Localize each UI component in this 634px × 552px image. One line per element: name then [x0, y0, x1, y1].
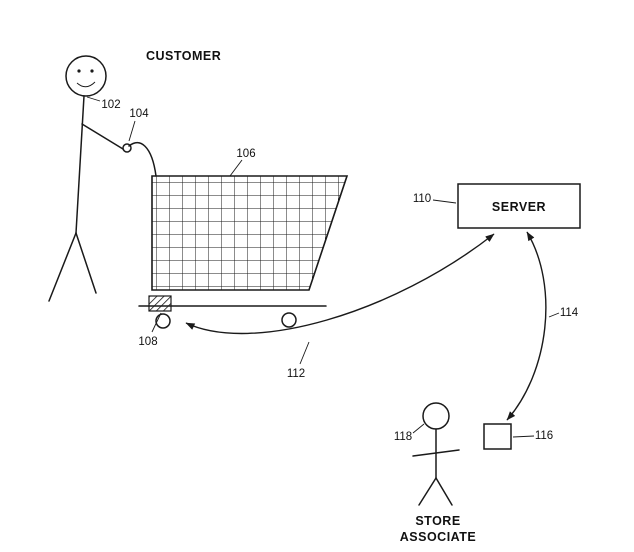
customer-eye-left [77, 69, 81, 73]
associate-arms [412, 449, 460, 457]
ref-108: 108 [138, 336, 157, 348]
customer-eye-right [90, 69, 94, 73]
server-label: SERVER [492, 200, 546, 214]
cart-to-server-arrow [185, 233, 495, 335]
shopping-cart [128, 141, 349, 329]
server-box [457, 183, 581, 229]
cart-basket [151, 175, 349, 291]
associate-head [422, 402, 450, 430]
customer-head [65, 55, 107, 97]
ref-118: 118 [394, 431, 412, 443]
leader-lines [86, 96, 560, 438]
customer-arm [81, 123, 124, 150]
ref-102-leader [86, 96, 101, 102]
ref-102: 102 [101, 99, 120, 111]
ref-112-leader [299, 341, 310, 365]
server-to-device-arrow [506, 231, 547, 421]
ref-104-leader [128, 120, 136, 142]
device-box [483, 423, 512, 450]
ref-116: 116 [535, 430, 553, 442]
customer-leg-right [75, 232, 97, 294]
ref-110: 110 [413, 193, 431, 205]
ref-114-leader [548, 312, 560, 318]
ref-108-leader [151, 312, 162, 333]
customer-body [75, 95, 85, 234]
ref-106: 106 [236, 148, 255, 160]
cart-wheel-left [155, 313, 171, 329]
customer-smile [76, 81, 96, 88]
ref-104: 104 [129, 108, 149, 120]
store-caption-line2: ASSOCIATE [400, 530, 477, 544]
customer-leg-left [48, 232, 77, 302]
cart-handle [128, 141, 157, 177]
associate-leg-right [435, 477, 453, 506]
cart-sensor-box [148, 295, 172, 312]
ref-116-leader [512, 435, 535, 438]
ref-106-leader [229, 159, 243, 177]
ref-112: 112 [287, 368, 305, 380]
customer-caption: CUSTOMER [146, 49, 221, 63]
customer-figure [48, 55, 132, 302]
store-caption-line1: STORE [415, 514, 460, 528]
ref-114: 114 [560, 307, 579, 319]
server-node: SERVER [457, 183, 581, 229]
ref-110-leader [432, 199, 457, 204]
associate-leg-left [418, 477, 437, 506]
store-associate-figure [412, 402, 460, 506]
ref-118-leader [412, 423, 425, 434]
cart-wheel-right [281, 312, 297, 328]
